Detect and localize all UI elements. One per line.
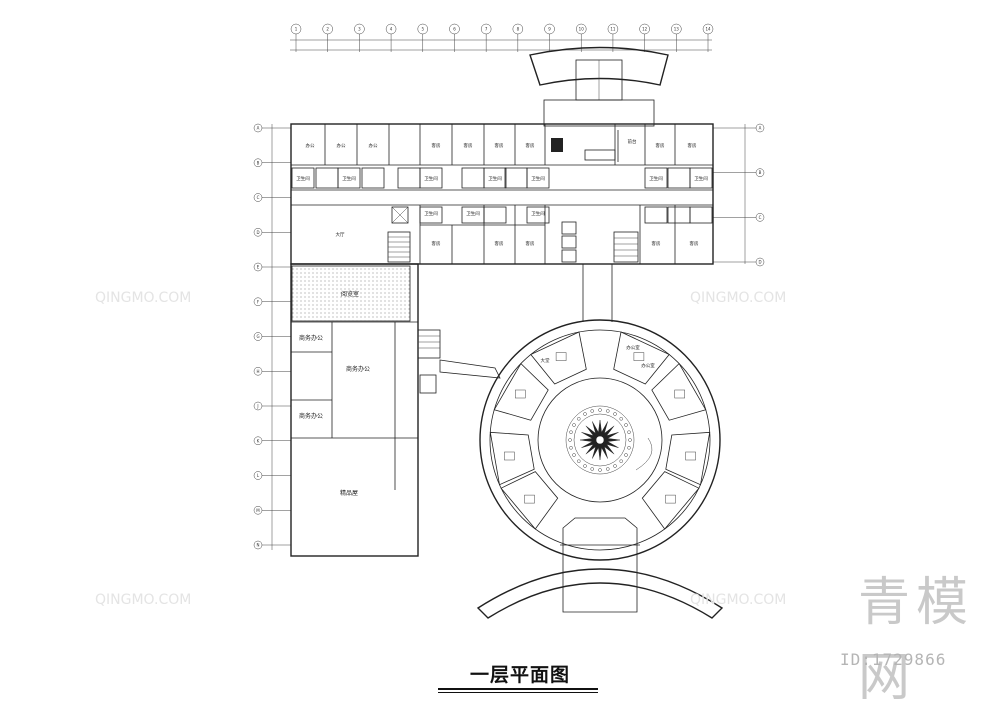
room-label-office-r2: 办公室	[641, 362, 655, 369]
rotunda-room	[651, 362, 707, 421]
room-label-guest-rb2: 客房	[690, 240, 699, 247]
axis-label: J	[256, 404, 258, 409]
axis-label: L	[257, 473, 260, 478]
room-label-guest-2: 客房	[464, 142, 473, 149]
room-label-biz-office-3: 商务办公	[299, 412, 323, 420]
room-label-wc-2: 卫生间	[342, 175, 356, 182]
axis-label: 3	[358, 27, 361, 32]
room-label-hall-left: 大厅	[336, 231, 345, 238]
rotunda-room	[489, 431, 535, 486]
axis-label: 2	[326, 27, 329, 32]
room-label-wc-b1: 卫生间	[424, 210, 438, 217]
rotunda-room	[641, 471, 700, 530]
rotunda-room	[500, 471, 559, 530]
connector-corridor	[582, 264, 613, 322]
rotunda-room	[613, 331, 670, 385]
axis-label: K	[257, 438, 260, 443]
axis-label: 13	[674, 27, 680, 32]
room-label-guest-1: 客房	[432, 142, 441, 149]
room-label-boutique: 精品屋	[340, 489, 358, 497]
axis-label: 1	[295, 27, 298, 32]
room-label-office-top-2: 办公	[337, 142, 346, 149]
room-label-guest-r1: 客房	[656, 142, 665, 149]
axis-label: D	[256, 230, 259, 235]
room-label-wc-1: 卫生间	[296, 175, 310, 182]
title-underline-thin	[438, 692, 598, 693]
axis-label: G	[256, 334, 259, 339]
drawing-title: 一层平面图	[470, 664, 571, 686]
axis-label: 10	[579, 27, 585, 32]
axis-label: F	[257, 299, 260, 304]
room-label-wc-r2: 卫生间	[694, 175, 708, 182]
room-label-guest-3: 客房	[495, 142, 504, 149]
axis-label: 8	[517, 27, 520, 32]
left-axis-markers: A B C D E F G H J K L M N	[253, 123, 291, 550]
north-wing	[290, 99, 714, 265]
brand-watermark: 青模网	[858, 573, 975, 708]
image-id-label: ID:1729866	[840, 650, 947, 669]
room-label-lobby-bottom-3: 客房	[526, 240, 535, 247]
room-labels: 办公办公办公客房客房客房客房前台客房客房卫生间卫生间卫生间卫生间卫生间卫生间卫生…	[296, 138, 708, 497]
axis-label: N	[257, 543, 260, 548]
axis-label: C	[257, 195, 260, 200]
title-underline-thick	[438, 688, 598, 690]
axis-label: 7	[485, 27, 488, 32]
room-label-rotunda-room: 大堂	[541, 357, 550, 364]
rotunda-room	[665, 431, 711, 486]
watermark-latin-2: QINGMO.COM	[690, 290, 787, 306]
axis-label: 14	[705, 27, 711, 32]
south-entrance	[476, 517, 724, 619]
axis-label: C	[759, 215, 762, 220]
rotunda-room	[493, 362, 549, 421]
room-label-reading: 阅览室	[341, 290, 359, 298]
axis-label: D	[758, 260, 761, 265]
room-label-biz-office-1: 商务办公	[299, 334, 323, 342]
axis-label: 9	[548, 27, 551, 32]
room-label-wc-4: 卫生间	[488, 175, 502, 182]
axis-label: B	[257, 160, 260, 165]
room-label-office-r1: 办公室	[626, 344, 640, 351]
watermark-latin-4: QINGMO.COM	[690, 592, 787, 608]
west-wing	[290, 263, 501, 557]
axis-label: E	[257, 265, 260, 270]
axis-label: B	[759, 170, 762, 175]
room-label-wc-b2: 卫生间	[466, 210, 480, 217]
room-label-wc-r1: 卫生间	[649, 175, 663, 182]
room-label-office-top-3: 办公	[369, 142, 378, 149]
room-label-guest-rb1: 客房	[652, 240, 661, 247]
top-entrance-canopy	[529, 46, 669, 101]
axis-label: M	[256, 508, 260, 513]
rotunda	[479, 319, 721, 561]
rotunda-room	[530, 331, 587, 385]
watermark-latin-3: QINGMO.COM	[95, 592, 192, 608]
room-label-wc-b3: 卫生间	[531, 210, 545, 217]
axis-label: 4	[390, 27, 393, 32]
room-label-lobby-bottom-2: 客房	[495, 240, 504, 247]
room-label-reception: 前台	[628, 138, 637, 145]
room-label-guest-4: 客房	[526, 142, 535, 149]
axis-label: 6	[453, 27, 456, 32]
room-label-lobby-bottom-1: 客房	[432, 240, 441, 247]
room-label-guest-r2: 客房	[688, 142, 697, 149]
axis-label: 12	[642, 27, 648, 32]
axis-label: H	[256, 369, 259, 374]
axis-label: A	[257, 126, 260, 131]
axis-label: A	[759, 126, 762, 131]
right-axis-markers: A B C D	[713, 123, 765, 267]
room-label-wc-5: 卫生间	[531, 175, 545, 182]
room-label-office-top-1: 办公	[306, 142, 315, 149]
axis-label: 11	[610, 27, 616, 32]
axis-label: 5	[421, 27, 424, 32]
room-label-biz-office-2: 商务办公	[346, 365, 370, 373]
watermark-latin-1: QINGMO.COM	[95, 290, 192, 306]
room-label-wc-3: 卫生间	[424, 175, 438, 182]
